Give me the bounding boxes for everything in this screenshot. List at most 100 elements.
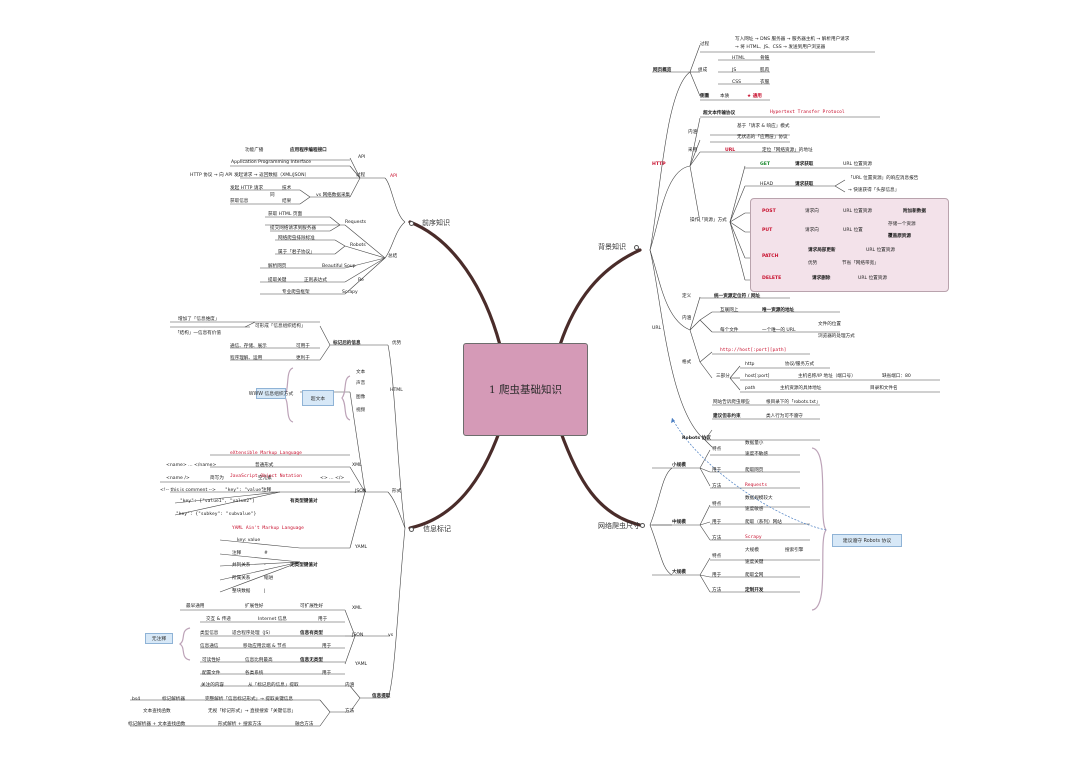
mid-feature[interactable]: 特点 xyxy=(712,502,722,507)
comp-css-value: 衣服 xyxy=(760,80,770,85)
comp-css[interactable]: CSS xyxy=(732,80,742,85)
re-a0: 提取关键 xyxy=(268,278,287,283)
branch-network[interactable]: 网络爬虫尺寸 xyxy=(598,522,640,530)
small-feature[interactable]: 特点 xyxy=(712,447,722,452)
vs-xml[interactable]: XML xyxy=(352,606,362,611)
node-url[interactable]: URL xyxy=(652,326,662,331)
hyper-image: 图像 xyxy=(356,395,366,400)
method-patch[interactable]: PATCH xyxy=(762,254,779,259)
node-operations[interactable]: 操作「资源」方式 xyxy=(690,218,727,223)
delete-url: URL 位置资源 xyxy=(858,276,887,281)
adv-p5: 程序理解、运用 xyxy=(230,356,263,361)
yaml-e2: | xyxy=(264,589,266,594)
node-content[interactable]: 内涵 xyxy=(688,130,698,135)
node-html[interactable]: HTML xyxy=(390,388,403,393)
url-parts-label[interactable]: 三部分 xyxy=(716,374,730,379)
node-http[interactable]: HTTP xyxy=(652,162,666,167)
marked-advantage[interactable]: 优势 xyxy=(392,341,402,346)
method-get[interactable]: GET xyxy=(760,162,771,167)
method-delete[interactable]: DELETE xyxy=(762,276,782,281)
robots-b2: 类人行为可不遵守 xyxy=(766,414,803,419)
vs-json[interactable]: JSON xyxy=(352,633,364,638)
tool-bs4[interactable]: Beautiful Soup xyxy=(322,264,356,269)
format-json[interactable]: JSON xyxy=(355,489,367,494)
vs-yaml-b2: 各类系统 xyxy=(245,671,264,676)
node-format[interactable]: 形式 xyxy=(392,489,402,494)
tool-requests[interactable]: Requests xyxy=(345,220,367,225)
branch-background[interactable]: 背景知识 xyxy=(598,243,626,251)
large-use[interactable]: 用于 xyxy=(712,573,722,578)
node-composition[interactable]: 组成 xyxy=(698,68,708,73)
vs-xml-a2: 扩展性好 xyxy=(245,604,264,609)
mid-use[interactable]: 用于 xyxy=(712,520,722,525)
url-format: http://host[:port][path] xyxy=(720,348,787,353)
extract-method[interactable]: 方法 xyxy=(345,709,355,714)
api-process[interactable]: 过程 xyxy=(356,173,366,178)
node-extract[interactable]: 信息提取 xyxy=(372,694,391,699)
comp-js[interactable]: JS xyxy=(732,68,737,73)
branch-prerequisite[interactable]: 前序知识 xyxy=(422,219,450,227)
post-desc: 附加新数据 xyxy=(903,209,926,214)
comp-html[interactable]: HTML xyxy=(732,56,745,61)
collapse-toggle[interactable] xyxy=(409,221,414,226)
part-host-v: 主机名称/IP 地址（端口号） xyxy=(798,374,856,379)
url-def: 统一资源定位符 / 网址 xyxy=(714,294,761,299)
node-use[interactable]: 采用 xyxy=(688,148,698,153)
node-focus[interactable]: 侧重 xyxy=(700,94,710,99)
node-robots[interactable]: Robots 协议 xyxy=(682,436,711,441)
node-tools[interactable]: 总结 xyxy=(388,254,398,259)
collapse-toggle[interactable] xyxy=(409,527,414,532)
api-en: Application Programming Interface xyxy=(231,160,312,165)
small-use[interactable]: 用于 xyxy=(712,468,722,473)
node-marked-info[interactable]: 标记后的信息 xyxy=(333,341,361,346)
mid-use-v: 爬取（系列）网站 xyxy=(745,520,782,525)
method-head[interactable]: HEAD xyxy=(760,182,774,187)
collapse-toggle[interactable] xyxy=(640,523,645,528)
collapse-toggle[interactable] xyxy=(634,245,639,250)
url-inner-label[interactable]: 内涵 xyxy=(682,316,692,321)
robots-a: 网站告诉爬虫哪些 xyxy=(713,400,750,405)
node-api[interactable]: API xyxy=(390,174,398,179)
yaml-a: key: value xyxy=(237,538,261,543)
root-topic[interactable]: 1 爬虫基础知识 xyxy=(463,343,588,436)
format-xml[interactable]: XML xyxy=(352,463,362,468)
large-feature[interactable]: 特点 xyxy=(712,554,722,559)
node-large-scale[interactable]: 大规模 xyxy=(672,570,686,575)
api-label: API xyxy=(358,155,366,160)
url-def-label[interactable]: 定义 xyxy=(682,294,692,299)
branch-markup[interactable]: 信息标记 xyxy=(423,525,451,533)
node-vs[interactable]: vs xyxy=(388,633,394,638)
url-desc: 定位「网络资源」的地址 xyxy=(762,148,813,153)
tool-re[interactable]: Re xyxy=(358,278,364,283)
put-note2: 覆盖原资源 xyxy=(888,234,911,239)
tool-robots[interactable]: Robots xyxy=(350,243,366,248)
method-post[interactable]: POST xyxy=(762,209,776,214)
vs-json-a2: 适合程序处理（JS） xyxy=(232,631,274,636)
yaml-v: 无类型键值对 xyxy=(290,563,318,568)
vs-yaml[interactable]: YAML xyxy=(355,662,368,667)
robots-note[interactable]: 建议遵守 Robots 协议 xyxy=(832,534,902,547)
large-method[interactable]: 方法 xyxy=(712,588,722,593)
xml-c: <!-- this is comment --> xyxy=(160,488,216,493)
xml-b3: <> ... </> xyxy=(320,476,345,481)
url-format-label[interactable]: 格式 xyxy=(682,360,692,365)
mid-f2: 速度敏感 xyxy=(745,507,764,512)
mid-method[interactable]: 方法 xyxy=(712,536,722,541)
node-small-scale[interactable]: 小规模 xyxy=(672,463,686,468)
patch-adv: 优势 xyxy=(808,261,818,266)
format-yaml[interactable]: YAML xyxy=(355,545,368,550)
node-webpage[interactable]: 网页概览 xyxy=(653,68,672,73)
use-url[interactable]: URL xyxy=(725,148,736,153)
part-path[interactable]: path xyxy=(745,386,756,391)
xml-a: <name> ... </name> xyxy=(166,463,217,468)
yaml-d2: 缩进 xyxy=(264,576,274,581)
api-same[interactable]: 同 xyxy=(270,193,275,198)
node-hypertext[interactable]: 超文本传输协议 xyxy=(703,111,736,116)
node-process[interactable]: 过程 xyxy=(700,42,710,47)
tool-scrapy[interactable]: Scrapy xyxy=(342,290,358,295)
part-host[interactable]: host[:port] xyxy=(745,374,770,379)
node-mid-scale[interactable]: 中规模 xyxy=(672,520,686,525)
method-put[interactable]: PUT xyxy=(762,228,773,233)
small-method[interactable]: 方法 xyxy=(712,484,722,489)
part-http[interactable]: http xyxy=(745,362,755,367)
